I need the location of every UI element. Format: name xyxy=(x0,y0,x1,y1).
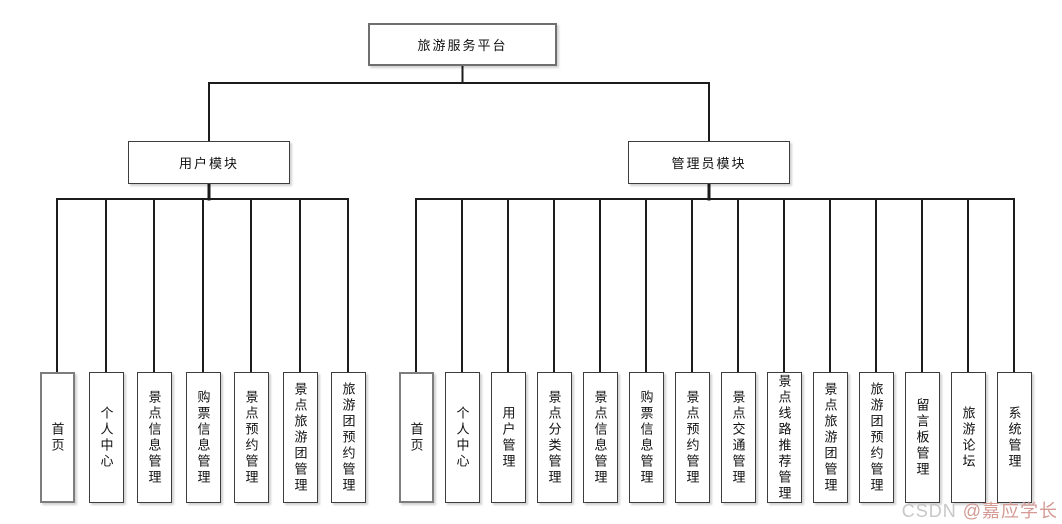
leaf-label: 景点信息管理 xyxy=(592,389,608,486)
root-node: 旅游服务平台 xyxy=(368,23,557,66)
leaf-label: 个人中心 xyxy=(98,405,114,470)
leaf-node-admin-0: 首页 xyxy=(398,372,434,503)
leaf-node-admin-2: 用户管理 xyxy=(490,372,526,503)
leaf-label: 旅游团预约管理 xyxy=(340,381,356,494)
leaf-node-user-5: 景点旅游团管理 xyxy=(282,372,318,503)
leaf-node-admin-9: 景点旅游团管理 xyxy=(812,372,848,503)
leaf-label: 系统管理 xyxy=(1006,405,1022,470)
leaf-label: 个人中心 xyxy=(454,405,470,470)
leaf-label: 购票信息管理 xyxy=(638,389,654,486)
leaf-node-user-4: 景点预约管理 xyxy=(233,372,269,503)
leaf-node-user-2: 景点信息管理 xyxy=(136,372,172,503)
module-label: 用户模块 xyxy=(178,156,239,171)
leaf-node-admin-1: 个人中心 xyxy=(444,372,480,503)
leaf-label: 景点线路推荐管理 xyxy=(776,373,792,502)
leaf-label: 景点旅游团管理 xyxy=(292,381,308,494)
leaf-label: 景点旅游团管理 xyxy=(822,381,838,494)
leaf-label: 用户管理 xyxy=(500,405,516,470)
leaf-label: 旅游团预约管理 xyxy=(868,381,884,494)
leaf-node-admin-12: 旅游论坛 xyxy=(950,372,986,503)
leaf-label: 景点交通管理 xyxy=(730,389,746,486)
root-label: 旅游服务平台 xyxy=(417,38,508,53)
leaf-node-user-6: 旅游团预约管理 xyxy=(330,372,366,503)
leaf-node-user-1: 个人中心 xyxy=(88,372,124,503)
leaf-label: 首页 xyxy=(408,421,424,454)
leaf-node-admin-4: 景点信息管理 xyxy=(582,372,618,503)
leaf-node-user-3: 购票信息管理 xyxy=(185,372,221,503)
module-label: 管理员模块 xyxy=(671,156,747,171)
leaf-label: 景点信息管理 xyxy=(146,389,162,486)
leaf-node-user-0: 首页 xyxy=(39,372,75,503)
leaf-label: 景点预约管理 xyxy=(684,389,700,486)
leaf-node-admin-13: 系统管理 xyxy=(996,372,1032,503)
leaf-node-admin-6: 景点预约管理 xyxy=(674,372,710,503)
module-node-user: 用户模块 xyxy=(128,141,290,184)
leaf-label: 留言板管理 xyxy=(914,397,930,478)
leaf-node-admin-10: 旅游团预约管理 xyxy=(858,372,894,503)
leaf-label: 景点分类管理 xyxy=(546,389,562,486)
leaf-label: 景点预约管理 xyxy=(243,389,259,486)
leaf-label: 购票信息管理 xyxy=(195,389,211,486)
leaf-label: 旅游论坛 xyxy=(960,405,976,470)
module-node-admin: 管理员模块 xyxy=(628,141,790,184)
leaf-node-admin-5: 购票信息管理 xyxy=(628,372,664,503)
leaf-label: 首页 xyxy=(49,421,65,454)
leaf-node-admin-3: 景点分类管理 xyxy=(536,372,572,503)
leaf-node-admin-11: 留言板管理 xyxy=(904,372,940,503)
leaf-node-admin-7: 景点交通管理 xyxy=(720,372,756,503)
leaf-node-admin-8: 景点线路推荐管理 xyxy=(766,372,802,503)
